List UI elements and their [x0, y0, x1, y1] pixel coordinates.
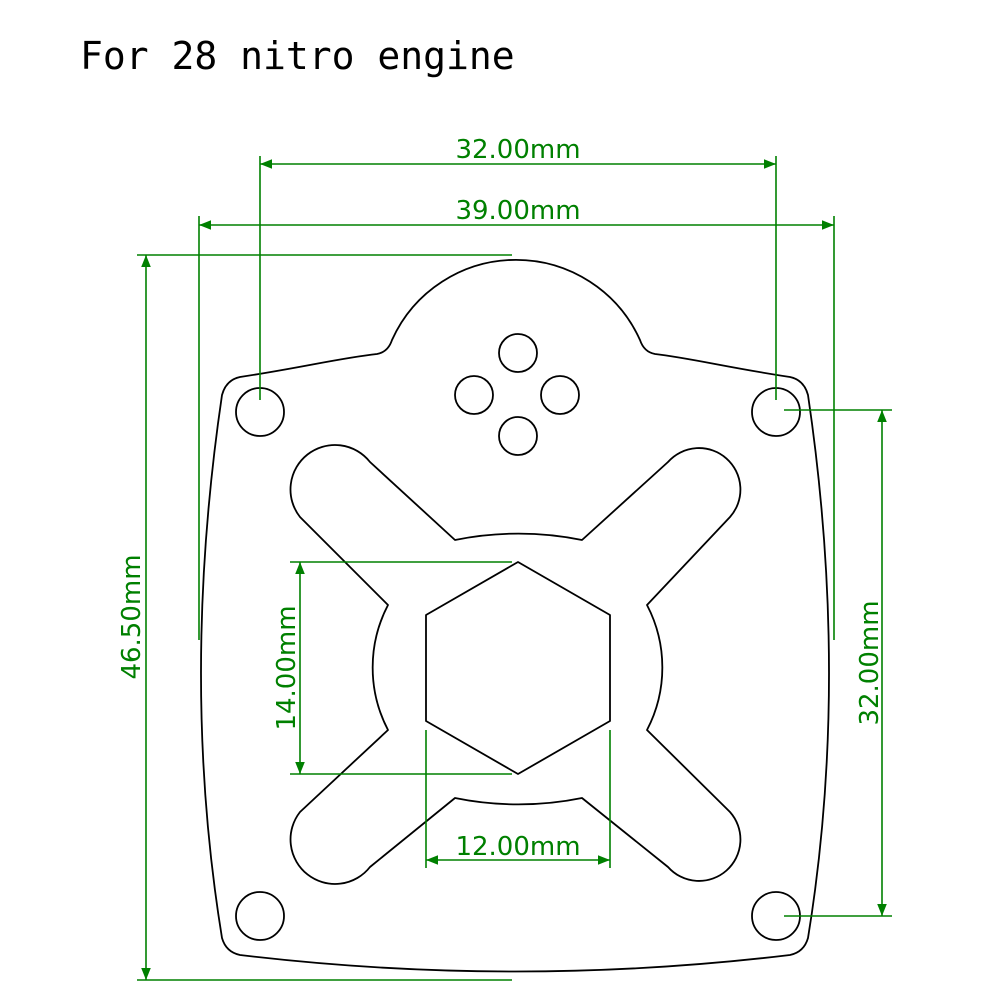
hex-cutout	[425, 561, 611, 775]
plate-outline	[200, 259, 830, 973]
x-shaped-cutout	[289, 444, 742, 885]
dim-label-mount-spacing-top: 32.00mm	[455, 135, 580, 165]
dimension-annotations	[137, 156, 892, 981]
dim-label-mount-spacing-right: 32.00mm	[855, 600, 885, 725]
small-hole-right	[540, 375, 580, 415]
dim-label-hex-width: 12.00mm	[455, 832, 580, 862]
small-hole-bottom	[498, 416, 538, 456]
plate-outline-group	[200, 259, 830, 973]
dim-label-plate-height: 46.50mm	[117, 554, 147, 679]
dim-label-hex-height: 14.00mm	[272, 605, 302, 730]
small-hole-left	[454, 375, 494, 415]
dim-label-plate-width: 39.00mm	[455, 196, 580, 226]
small-hole-top	[498, 333, 538, 373]
mount-hole-bottom-left	[235, 891, 285, 941]
drawing-title: For 28 nitro engine	[80, 34, 515, 78]
